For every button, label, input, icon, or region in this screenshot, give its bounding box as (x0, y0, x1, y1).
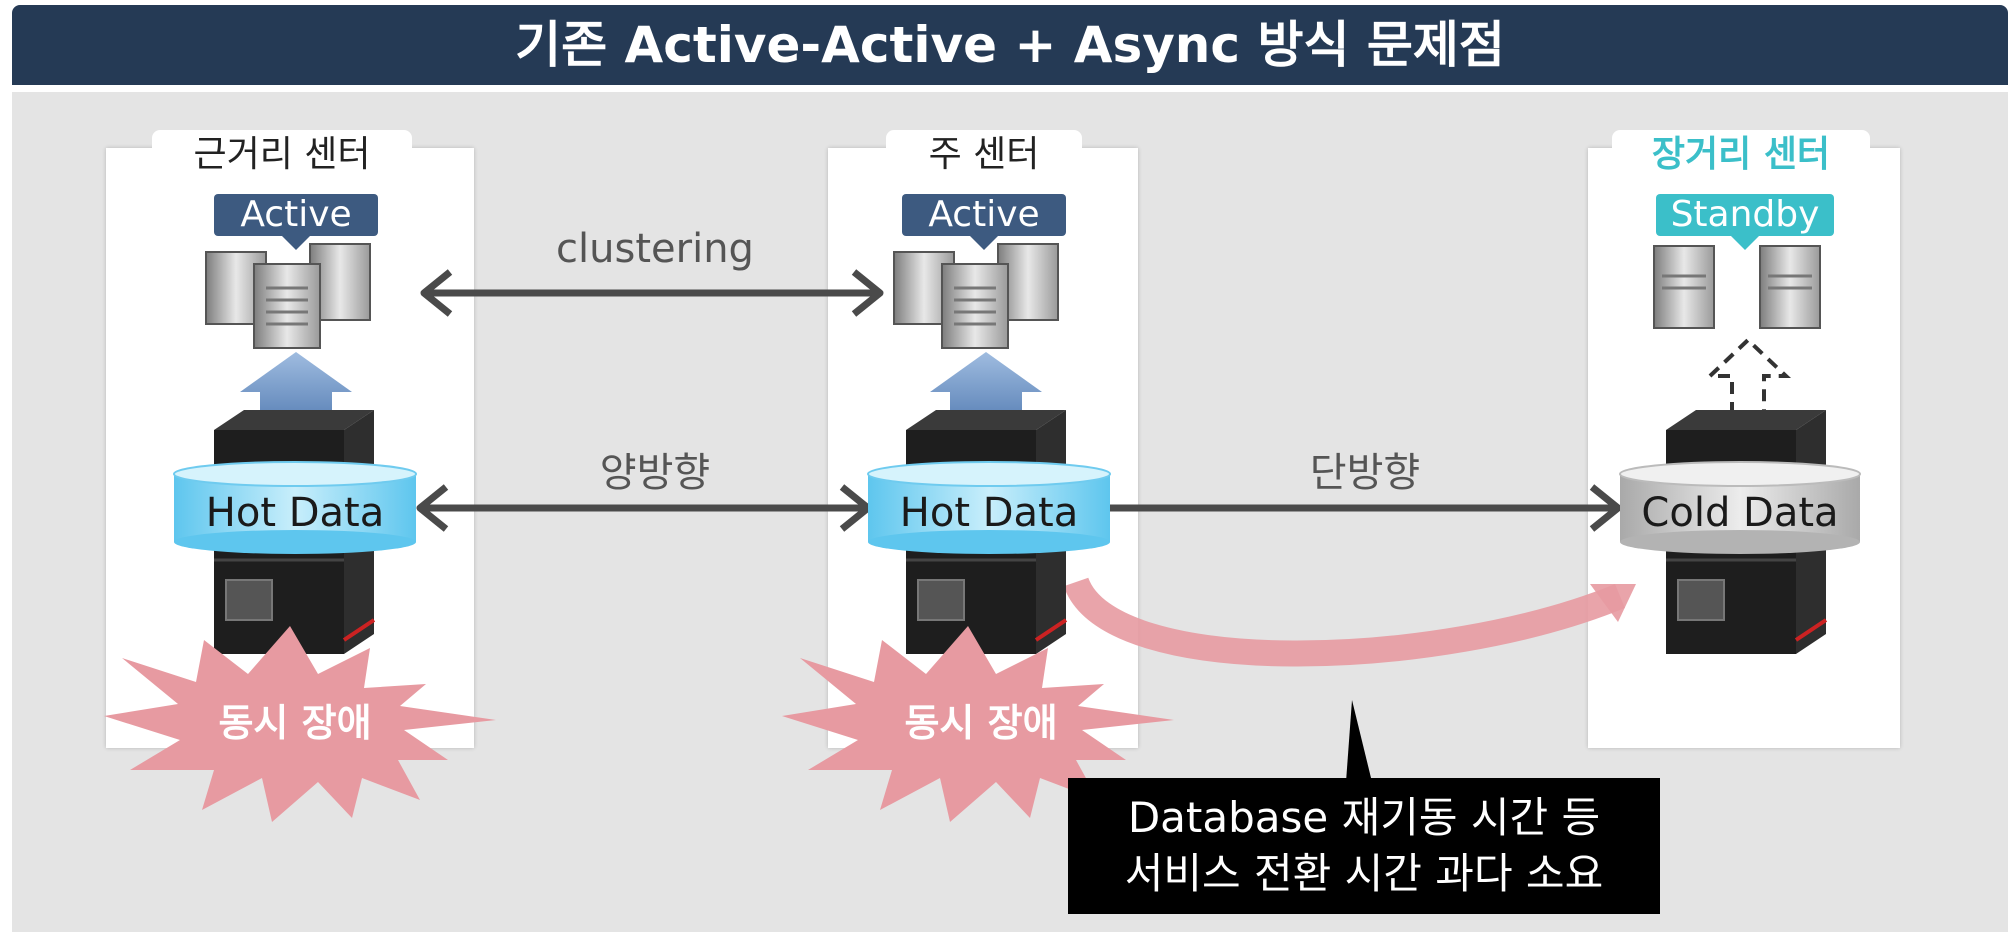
burst-icon (104, 626, 496, 822)
far-center-name: 장거리 센터 (1612, 130, 1870, 180)
server-cluster-icon (1653, 245, 1821, 329)
main-center-name: 주 센터 (886, 130, 1082, 180)
near-failure-label: 동시 장애 (218, 701, 372, 745)
clustering-arrow (420, 269, 884, 317)
up-arrow-icon (930, 352, 1042, 420)
dashed-up-arrow-icon (1704, 337, 1792, 416)
near-hot-data-cylinder (173, 461, 417, 554)
far-cold-data-label: Cold Data (1641, 490, 1839, 536)
callout-pointer (1346, 700, 1372, 782)
main-hot-data-cylinder (867, 461, 1111, 554)
server-cluster-icon (205, 243, 371, 349)
up-arrow-icon (240, 352, 352, 420)
bidirectional-label: 양방향 (599, 450, 711, 496)
main-failure-label: 동시 장애 (904, 701, 1058, 745)
server-cluster-icon (893, 243, 1059, 349)
problem-callout: Database 재기동 시간 등 서비스 전환 시간 과다 소요 (1068, 778, 1660, 914)
far-standby-badge: Standby (1656, 194, 1834, 250)
near-hot-data-label: Hot Data (205, 490, 385, 536)
callout-line-2: 서비스 전환 시간 과다 소요 (1124, 849, 1604, 898)
clustering-label: clustering (556, 226, 754, 272)
callout-line-1: Database 재기동 시간 등 (1127, 793, 1601, 842)
main-hot-data-label: Hot Data (899, 490, 1079, 536)
far-cold-data-cylinder (1619, 461, 1861, 554)
failover-curve-arrow (1063, 576, 1636, 667)
near-center-name: 근거리 센터 (152, 130, 412, 180)
page-title: 기존 Active-Active + Async 방식 문제점 (12, 5, 2008, 85)
near-active-badge: Active (214, 194, 378, 250)
burst-icon (782, 626, 1174, 822)
main-active-badge: Active (902, 194, 1066, 250)
unidirectional-arrow (1106, 484, 1622, 532)
unidirectional-label: 단방향 (1309, 450, 1421, 496)
